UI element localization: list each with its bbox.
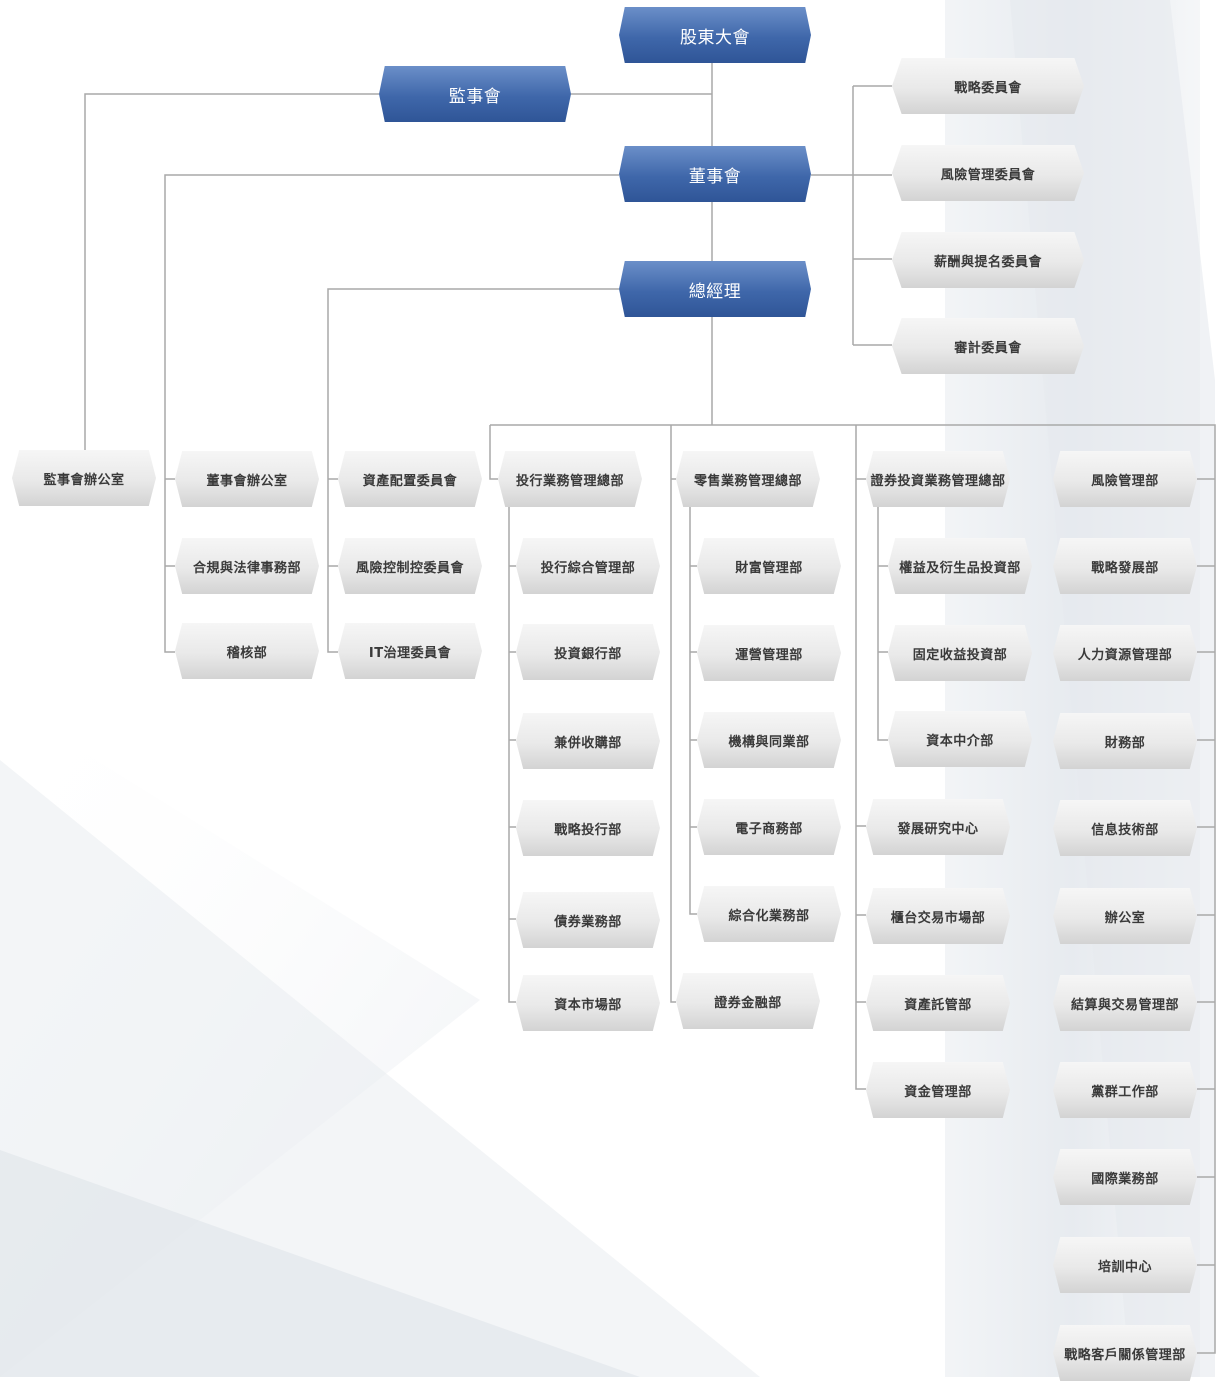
org-node-intl: 國際業務部 [1053,1149,1197,1205]
org-node-operations: 運營管理部 [697,625,841,681]
org-node-shareholders: 股東大會 [619,7,811,63]
org-node-capital-mkt: 資本市場部 [516,975,660,1031]
org-node-ib-general: 投行綜合管理部 [516,538,660,594]
org-node-risk-mgmt: 風險管理部 [1053,451,1197,507]
org-node-cap-inter: 資本中介部 [888,711,1032,767]
org-node-sec-finance: 證券金融部 [676,973,820,1029]
org-node-equity-deriv: 權益及衍生品投資部 [888,538,1032,594]
org-node-board: 董事會 [619,146,811,202]
org-node-ecommerce: 電子商務部 [697,799,841,855]
org-node-strat-dev: 戰略發展部 [1053,538,1197,594]
org-node-treasury: 資金管理部 [866,1062,1010,1118]
org-node-it-gov: IT治理委員會 [338,623,482,679]
org-node-institution: 機構與同業部 [697,712,841,768]
org-node-strat-client: 戰略客戶關係管理部 [1053,1325,1197,1381]
org-node-integrated: 綜合化業務部 [697,886,841,942]
org-node-training: 培訓中心 [1053,1237,1197,1293]
org-node-finance: 財務部 [1053,713,1197,769]
org-node-gm: 總經理 [619,261,811,317]
org-node-office: 辦公室 [1053,888,1197,944]
org-node-ib-hq: 投行業務管理總部 [498,451,642,507]
org-node-comp-committee: 薪酬與提名委員會 [892,232,1084,288]
org-node-risk-committee: 風險管理委員會 [892,145,1084,201]
org-node-ib-bank: 投資銀行部 [516,624,660,680]
org-node-wealth: 財富管理部 [697,538,841,594]
org-node-strat-ib: 戰略投行部 [516,800,660,856]
org-node-audit-committee: 審計委員會 [892,318,1084,374]
org-node-sec-inv-hq: 證券投資業務管理總部 [866,451,1010,507]
org-node-compliance: 合規與法律事務部 [175,538,319,594]
org-node-settlement: 結算與交易管理部 [1053,975,1197,1031]
org-node-risk-control: 風險控制控委員會 [338,538,482,594]
org-node-audit-dept: 稽核部 [175,623,319,679]
org-node-bond: 債券業務部 [516,892,660,948]
org-node-mna: 兼併收購部 [516,713,660,769]
org-node-it: 信息技術部 [1053,800,1197,856]
org-node-party: 黨群工作部 [1053,1062,1197,1118]
org-node-fixed-income: 固定收益投資部 [888,625,1032,681]
org-node-research: 發展研究中心 [866,799,1010,855]
org-node-retail-hq: 零售業務管理總部 [676,451,820,507]
org-node-custody: 資產託管部 [866,975,1010,1031]
org-node-board-office: 董事會辦公室 [175,451,319,507]
org-node-hr: 人力資源管理部 [1053,625,1197,681]
org-node-supervisors-office: 監事會辦公室 [12,450,156,506]
org-node-asset-alloc: 資產配置委員會 [338,451,482,507]
org-node-otc: 櫃台交易市場部 [866,888,1010,944]
org-node-strategy-committee: 戰略委員會 [892,58,1084,114]
org-node-supervisors: 監事會 [379,66,571,122]
